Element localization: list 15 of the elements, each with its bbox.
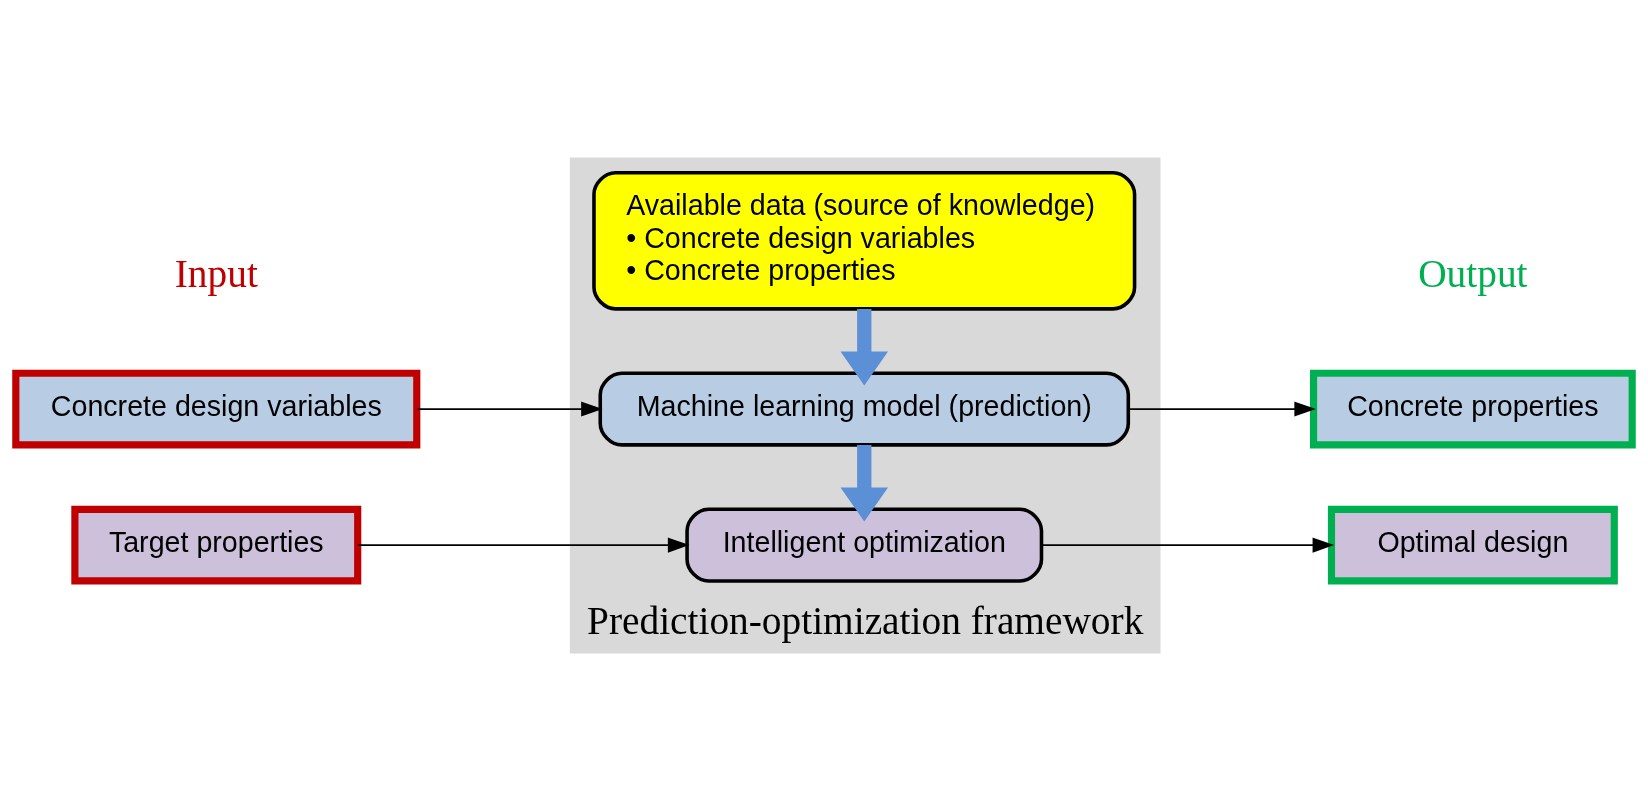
node-box: Available data (source of knowledge) • Concrete design variables • Concrete properties: [592, 171, 1137, 311]
arrow: [416, 401, 603, 417]
node-box: Concrete properties: [1310, 369, 1636, 449]
node-box: Intelligent optimization: [685, 507, 1044, 583]
arrow: [840, 308, 889, 386]
node-box: Machine learning model (prediction): [598, 371, 1131, 447]
node-box: Optimal design: [1327, 505, 1618, 585]
arrow: [357, 537, 690, 553]
arrow: [1041, 537, 1335, 553]
node-box: Target properties: [71, 505, 362, 585]
arrow: [840, 445, 889, 522]
arrow: [1127, 401, 1316, 417]
label: Input: [174, 251, 258, 296]
label: Output: [1418, 251, 1528, 296]
node-box: Concrete design variables: [12, 369, 421, 449]
